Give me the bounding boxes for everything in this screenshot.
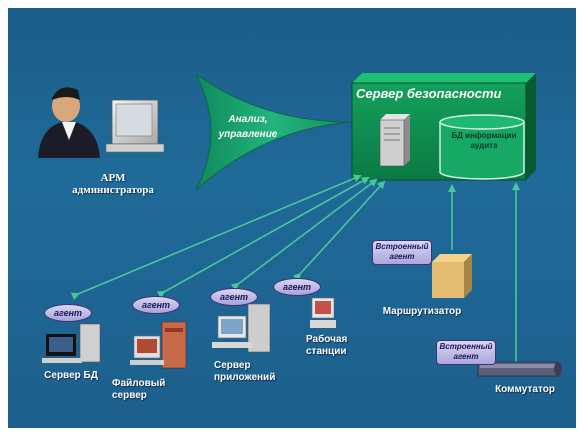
analysis-cone-shape: [195, 73, 351, 191]
audit-database-label: БД информации аудита: [451, 131, 517, 150]
app-server-label: Сервер приложений: [214, 360, 276, 383]
workstation-computer-icon: [310, 297, 336, 328]
db-server-label: Сервер БД: [44, 370, 98, 381]
workstation-label: Рабочая станции: [306, 334, 348, 357]
file-server-label: Файловый сервер: [112, 378, 166, 401]
agent-bubble-workstation: агент: [273, 278, 321, 296]
switch-device-icon: [477, 361, 562, 377]
analysis-management-label: Анализ, управление: [218, 114, 278, 140]
embedded-agent-router-tag: Встроенный агент: [372, 240, 432, 265]
agent-bubble-db-server: агент: [44, 304, 92, 322]
security-server-title: Сервер безопасности: [356, 86, 502, 101]
admin-workstation-illustration: [38, 87, 165, 158]
agent-bubble-file-server: агент: [132, 296, 180, 314]
agent-arrows: [70, 174, 520, 362]
audit-database-cylinder: [439, 114, 525, 180]
agent-bubble-app-server: агент: [210, 288, 258, 306]
db-server-computer-icon: [42, 323, 101, 363]
server-tower-icon: [379, 114, 410, 167]
switch-label: Коммутатор: [495, 384, 555, 395]
admin-station-label: АРМ администратора: [72, 172, 154, 196]
router-label: Маршрутизатор: [382, 306, 462, 317]
embedded-agent-switch-tag: Встроенный агент: [436, 340, 496, 365]
app-server-computer-icon: [212, 303, 271, 353]
file-server-computer-icon: [130, 321, 187, 369]
router-device-icon: [432, 254, 472, 298]
